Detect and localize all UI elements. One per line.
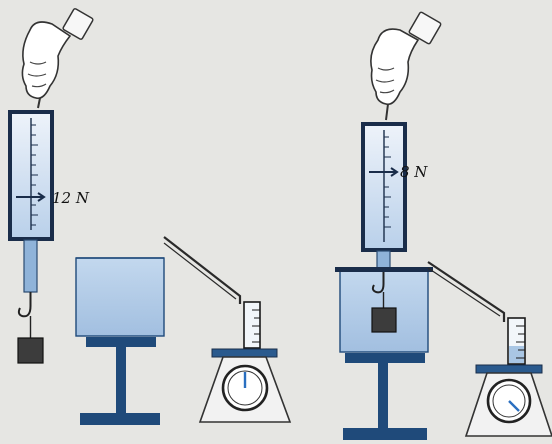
left-setup: 12 N (10, 8, 290, 425)
spring-scale: 8 N (363, 124, 428, 271)
weight (18, 338, 43, 363)
spring-scale-reading: 12 N (52, 189, 90, 207)
overflow-tube (428, 262, 504, 322)
weight (372, 308, 396, 332)
graduated-cylinder (244, 302, 260, 348)
hand-icon (22, 8, 93, 108)
graduated-cylinder (508, 318, 525, 364)
spring-scale-reading: 8 N (400, 163, 428, 181)
hand-icon (371, 12, 442, 120)
stand (343, 353, 427, 440)
right-setup: 8 N (335, 12, 552, 440)
stand (80, 337, 160, 425)
beaker-with-spout (335, 267, 433, 352)
weighing-scale (200, 349, 290, 422)
beaker-with-spout (76, 258, 164, 336)
weighing-scale (466, 365, 552, 436)
